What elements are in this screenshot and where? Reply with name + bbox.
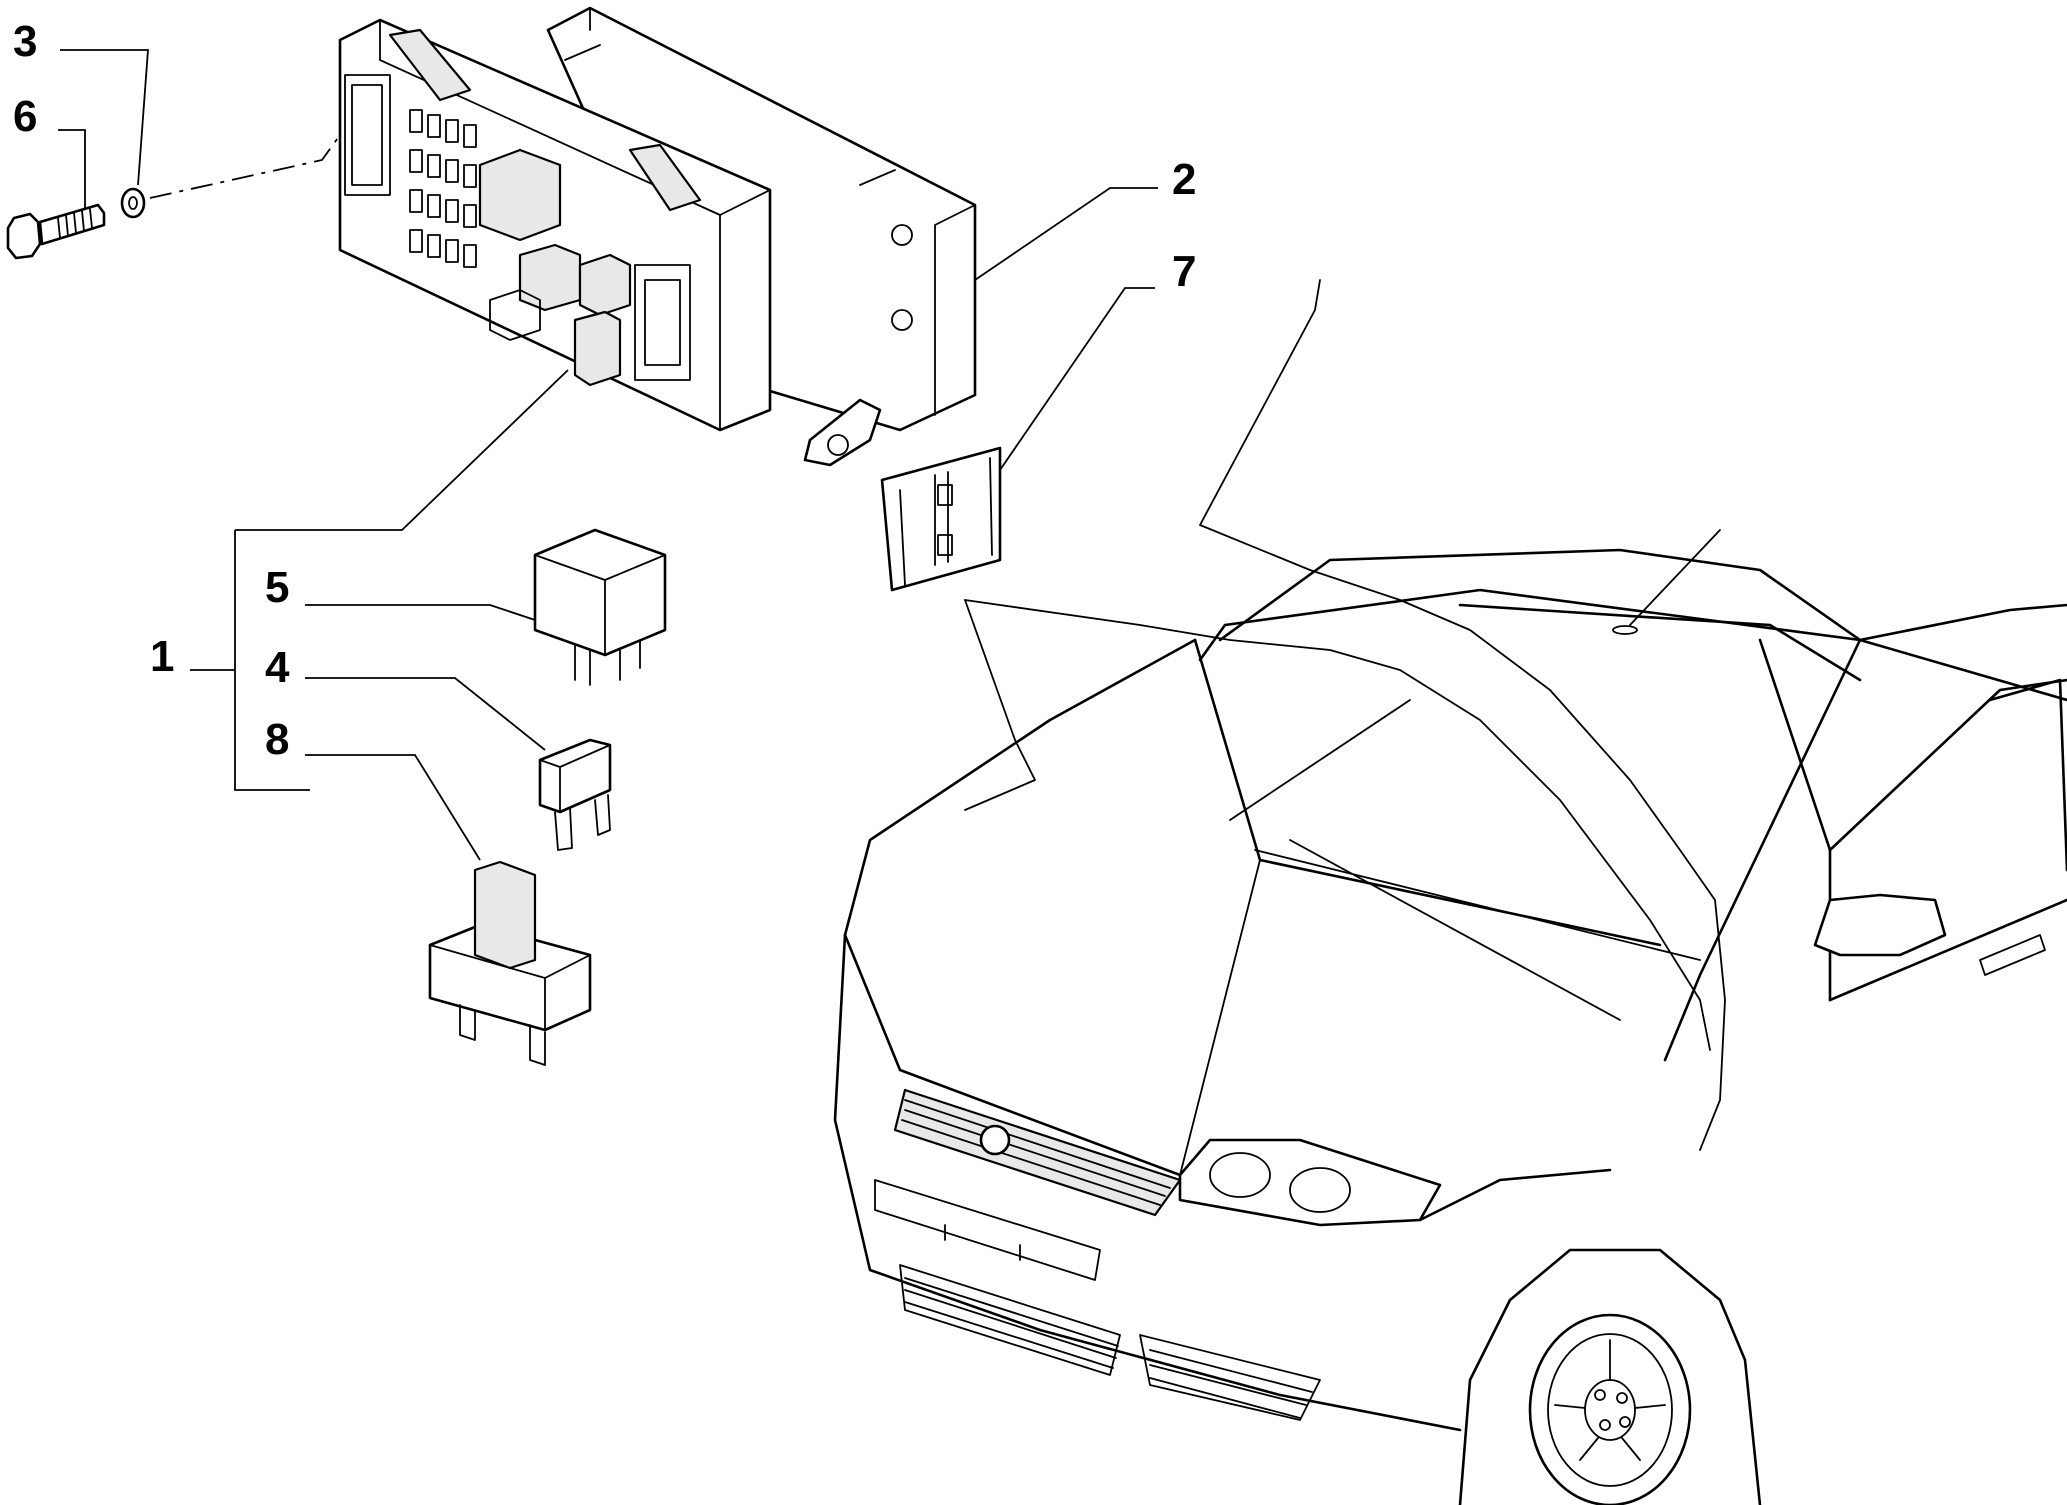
washer-part	[120, 187, 146, 219]
callout-labels: 3 6 2 7 5 1 4 8	[13, 17, 1196, 764]
fuse-box-assembly	[338, 6, 977, 467]
callout-3: 3	[13, 17, 37, 66]
callout-1: 1	[150, 632, 174, 681]
car-outline	[833, 529, 2067, 1505]
location-leader-lines	[964, 279, 1726, 1151]
callout-2: 2	[1172, 155, 1196, 204]
callout-5: 5	[265, 563, 289, 612]
callout-6: 6	[13, 92, 37, 141]
callout-4: 4	[265, 643, 290, 692]
mounting-bracket-part	[880, 446, 1002, 592]
bolt-part	[6, 203, 106, 260]
maxi-fuse-part	[538, 738, 612, 851]
relay-part	[533, 528, 667, 686]
callout-leaders	[58, 49, 1158, 861]
fastening-axis-line	[149, 134, 341, 199]
callout-8: 8	[265, 715, 289, 764]
fuse-holder-part	[428, 860, 592, 1066]
callout-7: 7	[1172, 247, 1196, 296]
